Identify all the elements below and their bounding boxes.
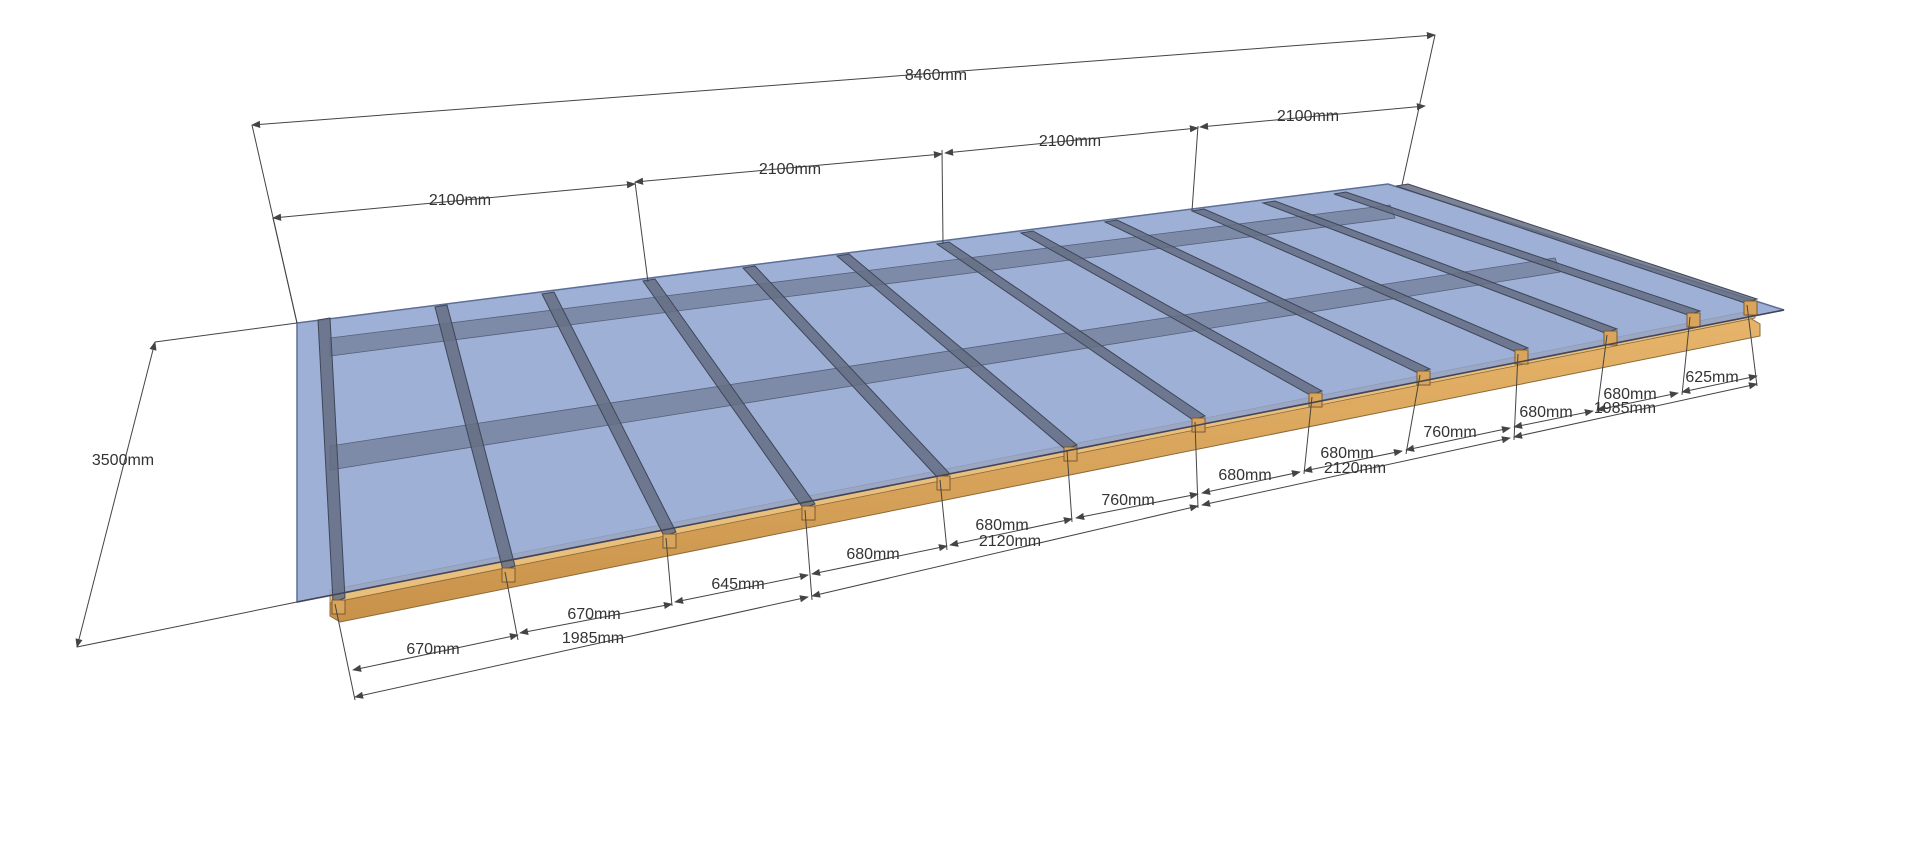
extension-line xyxy=(1681,316,1691,396)
extension-line xyxy=(504,571,519,641)
dim-s3-b: 680mm xyxy=(1320,445,1373,462)
dim-s1-a: 670mm xyxy=(406,641,459,658)
dim-sheet-3: 2100mm xyxy=(1039,133,1101,150)
rafter xyxy=(642,278,816,509)
dim-s4-total: 1985mm xyxy=(1594,400,1656,417)
extension-line xyxy=(1303,396,1313,475)
dim-sheet-4: 2100mm xyxy=(1277,108,1339,125)
rafter-end xyxy=(1603,330,1618,346)
dim-s3-total: 2120mm xyxy=(1324,460,1386,477)
dimension-lines xyxy=(75,32,1758,701)
extension-line xyxy=(804,509,813,601)
dim-s2-a: 680mm xyxy=(846,546,899,563)
rafters xyxy=(317,183,1759,615)
extension-line xyxy=(154,322,298,343)
rafter xyxy=(541,291,677,537)
dim-line-overall xyxy=(251,32,1436,128)
extension-line xyxy=(634,181,649,283)
extension-line xyxy=(941,149,944,245)
dimension-line xyxy=(272,181,636,221)
rafter-end xyxy=(1743,300,1758,316)
dimension-line xyxy=(811,504,1199,598)
dimension-line xyxy=(1201,436,1511,507)
extension-line xyxy=(939,479,948,551)
rafter xyxy=(1261,200,1619,334)
extension-line xyxy=(1596,334,1608,413)
dim-s2-b: 680mm xyxy=(975,517,1028,534)
dimension-line xyxy=(944,125,1199,156)
rafter-end xyxy=(936,475,951,491)
dim-s1-total: 1985mm xyxy=(562,630,624,647)
dimension-line xyxy=(1513,382,1758,439)
extension-line xyxy=(1746,304,1758,387)
rafter xyxy=(935,241,1207,421)
rafter xyxy=(835,253,1079,450)
extension-line xyxy=(1401,34,1436,186)
dim-depth: 3500mm xyxy=(92,452,154,469)
rafter-end xyxy=(501,567,516,583)
dim-s3-a: 680mm xyxy=(1218,467,1271,484)
dim-s3-c: 760mm xyxy=(1423,424,1476,441)
rafter xyxy=(1395,183,1759,304)
extension-line xyxy=(334,603,356,701)
dim-overall-length: 8460mm xyxy=(905,67,967,84)
dimension-line xyxy=(1199,103,1426,130)
dim-s2-total: 2120mm xyxy=(979,533,1041,550)
dim-s1-c: 645mm xyxy=(711,576,764,593)
extension-line xyxy=(1194,421,1199,509)
rafter xyxy=(434,304,516,571)
dim-s1-b: 670mm xyxy=(567,606,620,623)
rafter-end xyxy=(662,533,677,549)
dim-sheet-1: 2100mm xyxy=(429,192,491,209)
dimension-line xyxy=(634,151,943,185)
dim-s4-b: 680mm xyxy=(1603,386,1656,403)
extension-line xyxy=(272,217,298,324)
dim-s4-c: 625mm xyxy=(1685,369,1738,386)
extension-line xyxy=(76,601,298,648)
extension-line xyxy=(1513,353,1519,441)
extension-line xyxy=(1405,374,1421,455)
rafter xyxy=(317,317,346,603)
rafter xyxy=(1019,230,1324,396)
dim-line-depth xyxy=(75,341,157,648)
extension-line xyxy=(1191,125,1199,212)
rafter-end xyxy=(1686,312,1701,328)
rafter-end xyxy=(331,599,346,615)
rafter-end xyxy=(801,505,816,521)
dim-sheet-2: 2100mm xyxy=(759,161,821,178)
rafter xyxy=(1190,208,1530,353)
roof-front-edge xyxy=(296,309,1785,603)
dim-s2-c: 760mm xyxy=(1101,492,1154,509)
rafter xyxy=(1333,191,1702,316)
extension-line xyxy=(1066,450,1073,523)
rafter xyxy=(1103,219,1432,374)
dimension-labels: 8460mm 3500mm 2100mm 2100mm 2100mm 2100m… xyxy=(92,67,1739,658)
extension-line xyxy=(665,537,673,607)
dim-s4-a: 680mm xyxy=(1519,404,1572,421)
dimension-line xyxy=(354,595,809,699)
